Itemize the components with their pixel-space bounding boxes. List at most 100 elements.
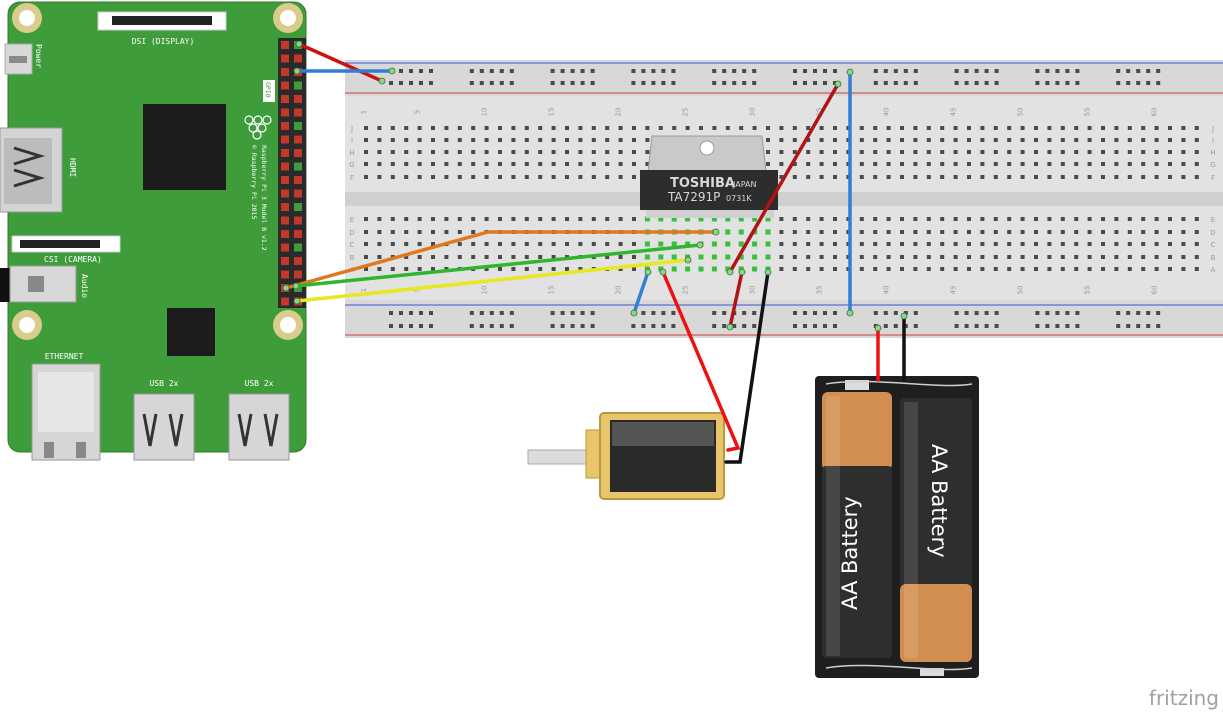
rail-hole: [651, 81, 656, 85]
breadboard-hole: [806, 126, 811, 130]
breadboard-hole: [1020, 126, 1025, 130]
rail-hole: [550, 69, 555, 73]
breadboard-hole: [900, 217, 904, 221]
rail-hole: [964, 69, 969, 73]
breadboard-hole: [819, 230, 824, 234]
breadboard-hole: [926, 230, 931, 234]
solenoid: [527, 412, 725, 500]
breadboard-hole: [1047, 175, 1052, 179]
connected-hole: [752, 266, 758, 272]
breadboard-hole: [471, 162, 476, 166]
gpio-pin: [294, 162, 302, 171]
breadboard-hole: [833, 267, 837, 271]
breadboard-hole: [926, 150, 931, 154]
breadboard-hole: [618, 242, 623, 246]
column-number: 45: [950, 286, 958, 295]
breadboard-hole: [1007, 242, 1012, 246]
breadboard-hole: [873, 242, 878, 246]
breadboard-hole: [431, 267, 435, 271]
rail-hole: [1116, 311, 1121, 315]
breadboard-hole: [618, 175, 623, 179]
breadboard-hole: [404, 150, 409, 154]
breadboard-hole: [1114, 230, 1119, 234]
breadboard-hole: [900, 230, 904, 234]
breadboard-hole: [1101, 230, 1105, 234]
ta7291p-driver-chip: TOSHIBA JAPAN TA7291P 0731K: [640, 135, 778, 218]
breadboard-hole: [1007, 175, 1012, 179]
usb-label: USB 2x: [245, 379, 274, 388]
column-number: 20: [615, 286, 623, 295]
breadboard-hole: [618, 255, 623, 259]
breadboard-hole: [806, 150, 811, 154]
breadboard-hole: [873, 138, 878, 142]
breadboard-hole: [364, 217, 368, 221]
rail-hole: [913, 81, 918, 85]
wire-endpoint: [712, 228, 720, 236]
rail-hole: [994, 311, 999, 315]
rail-hole: [793, 81, 797, 85]
rail-hole: [641, 69, 646, 73]
rail-hole: [469, 69, 474, 73]
breadboard-hole: [538, 267, 543, 271]
breadboard-hole: [390, 230, 395, 234]
breadboard-hole: [578, 267, 583, 271]
breadboard-hole: [605, 242, 610, 246]
rail-hole: [984, 69, 989, 73]
breadboard-hole: [565, 217, 569, 221]
breadboard-hole: [1141, 267, 1146, 271]
rail-hole: [590, 69, 595, 73]
breadboard-hole: [551, 267, 556, 271]
breadboard-hole: [833, 150, 837, 154]
breadboard-hole: [1060, 255, 1065, 259]
breadboard-hole: [913, 138, 918, 142]
breadboard-hole: [1101, 175, 1105, 179]
gpio-pin: [281, 108, 289, 117]
rail-hole: [590, 311, 595, 315]
breadboard-hole: [1087, 175, 1092, 179]
breadboard-hole: [417, 242, 422, 246]
breadboard-hole: [484, 267, 489, 271]
breadboard-hole: [658, 126, 663, 130]
rail-hole: [409, 69, 413, 73]
rail-hole: [1116, 69, 1121, 73]
breadboard-hole: [1141, 126, 1146, 130]
rail-hole: [651, 311, 656, 315]
rail-hole: [823, 311, 827, 315]
rail-hole: [1075, 81, 1080, 85]
breadboard-hole: [806, 242, 811, 246]
breadboard-hole: [993, 255, 998, 259]
rail-hole: [641, 324, 646, 328]
rail-hole: [1055, 69, 1060, 73]
rail-hole: [479, 311, 484, 315]
breadboard-hole: [859, 217, 864, 221]
rail-hole: [409, 311, 413, 315]
breadboard-hole: [1034, 126, 1038, 130]
breadboard-hole: [926, 138, 931, 142]
rail-hole: [964, 324, 969, 328]
breadboard-hole: [524, 162, 529, 166]
breadboard-hole: [1141, 242, 1146, 246]
breadboard-hole: [766, 162, 770, 166]
breadboard-hole: [1074, 217, 1079, 221]
breadboard-hole: [578, 162, 583, 166]
breadboard-hole: [1181, 175, 1186, 179]
breadboard-hole: [913, 126, 918, 130]
breadboard-hole: [1127, 230, 1132, 234]
breadboard-hole: [712, 126, 717, 130]
row-letter: A: [1211, 266, 1216, 274]
breadboard-hole: [1020, 217, 1025, 221]
breadboard-hole: [484, 217, 489, 221]
breadboard-hole: [431, 217, 435, 221]
breadboard-hole: [913, 217, 918, 221]
wire-endpoint: [696, 241, 704, 249]
rail-hole: [994, 69, 999, 73]
breadboard-hole: [1194, 267, 1199, 271]
breadboard-hole: [806, 267, 811, 271]
breadboard-hole: [1047, 150, 1052, 154]
breadboard-hole: [940, 217, 945, 221]
breadboard-hole: [578, 138, 583, 142]
breadboard-hole: [1141, 138, 1146, 142]
rail-hole: [661, 324, 666, 328]
breadboard-hole: [1168, 230, 1172, 234]
gpio-label-bg: [263, 80, 275, 102]
